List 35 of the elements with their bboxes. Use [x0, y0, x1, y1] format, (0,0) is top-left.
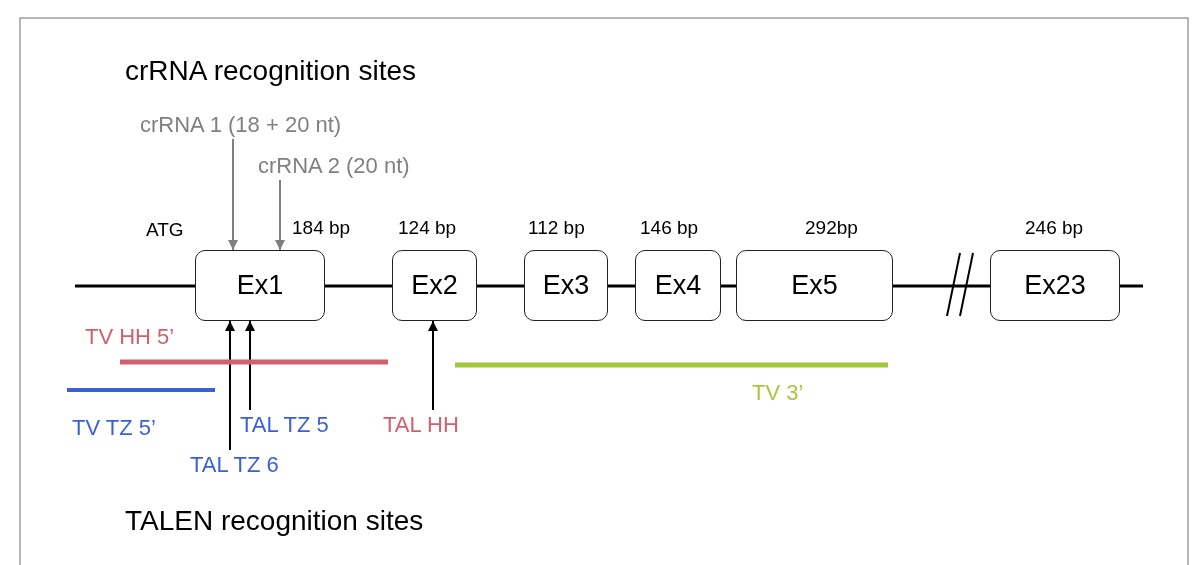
- size-label: 246 bp: [1025, 217, 1084, 239]
- gene-line: [325, 284, 392, 288]
- arrow: [428, 320, 438, 411]
- size-label: 146 bp: [640, 217, 699, 239]
- exon-box: Ex4: [635, 250, 721, 321]
- site-label: crRNA 2 (20 nt): [258, 153, 410, 179]
- start-codon-label: ATG: [146, 219, 184, 241]
- heading: TALEN recognition sites: [125, 505, 424, 538]
- size-label: 292bp: [805, 217, 858, 239]
- gene-line: [721, 284, 736, 288]
- exon-box: Ex2: [392, 250, 477, 321]
- arrow: [228, 138, 238, 251]
- site-label: TAL HH: [383, 412, 459, 438]
- site-label: crRNA 1 (18 + 20 nt): [140, 112, 342, 138]
- arrow: [245, 320, 255, 411]
- arm-label: TV HH 5’: [85, 324, 175, 350]
- arm-label: TV 3’: [752, 380, 804, 406]
- gene-line: [477, 284, 524, 288]
- gene-line: [75, 284, 195, 288]
- site-label: TAL TZ 6: [190, 452, 279, 478]
- gene-line: [608, 284, 635, 288]
- size-label: 124 bp: [398, 217, 457, 239]
- gene-line: [893, 284, 990, 288]
- arrow: [275, 179, 285, 251]
- size-label: 112 bp: [528, 217, 585, 239]
- site-label: TAL TZ 5: [240, 412, 329, 438]
- size-label: 184 bp: [292, 217, 351, 239]
- heading: crRNA recognition sites: [125, 55, 416, 88]
- exon-box: Ex23: [990, 250, 1120, 321]
- gene-line: [1120, 284, 1143, 288]
- exon-box: Ex3: [524, 250, 608, 321]
- arrow: [225, 320, 235, 451]
- exon-box: Ex5: [736, 250, 893, 321]
- arm-label: TV TZ 5’: [72, 415, 156, 441]
- exon-box: Ex1: [195, 250, 325, 321]
